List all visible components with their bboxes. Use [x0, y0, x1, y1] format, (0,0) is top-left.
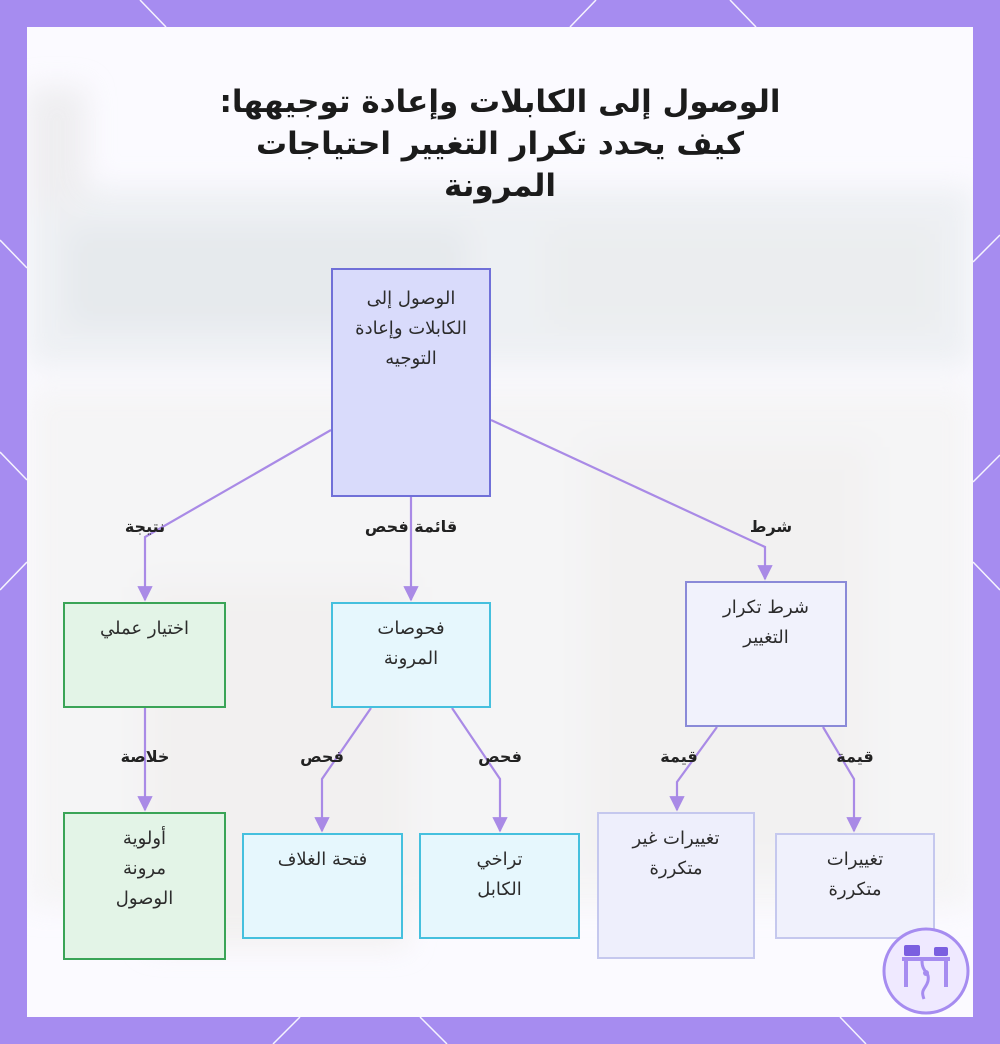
diagram-panel: الوصول إلى الكابلات وإعادة توجيهها: كيف … — [27, 27, 973, 1017]
edges — [137, 419, 862, 833]
node-recurring: تغييرات متكررة — [775, 833, 935, 939]
edge-label-result: نتيجة — [124, 517, 166, 536]
edge-root-choice — [137, 429, 332, 602]
edge-label-condition: شرط — [749, 517, 793, 536]
edge-label-value-2: قيمة — [836, 747, 874, 766]
edge-label-checklist: قائمة فحص — [364, 517, 458, 536]
edge-label-value-1: قيمة — [660, 747, 698, 766]
node-condition: شرط تكرار التغيير — [685, 581, 847, 727]
node-opening: فتحة الغلاف — [242, 833, 403, 939]
edge-label-check-2: فحص — [300, 747, 344, 766]
node-checks: فحوصات المرونة — [331, 602, 491, 708]
edge-condition-recurring — [822, 726, 862, 833]
logo-icon — [882, 927, 970, 1015]
edge-checks-slack — [451, 707, 508, 833]
node-priority: أولوية مرونة الوصول — [63, 812, 226, 960]
edge-root-condition — [490, 419, 773, 581]
node-root: الوصول إلى الكابلات وإعادة التوجيه — [331, 268, 491, 497]
diagram-title: الوصول إلى الكابلات وإعادة توجيهها: كيف … — [219, 84, 781, 204]
edge-label-check-1: فحص — [478, 747, 522, 766]
node-nonrecurring: تغييرات غير متكررة — [597, 812, 755, 959]
node-slack: تراخي الكابل — [419, 833, 580, 939]
node-choice: اختيار عملي — [63, 602, 226, 708]
edge-checks-opening — [314, 707, 372, 833]
edge-label-summary: خلاصة — [120, 747, 170, 766]
edge-condition-nonrecurring — [669, 726, 718, 812]
